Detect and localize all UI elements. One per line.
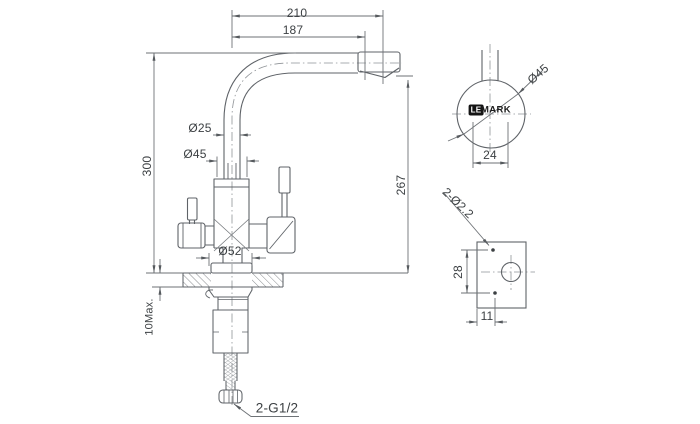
dim-210-label: 210 [286,6,308,20]
dim-300-label: 300 [140,155,154,177]
front-view-dimensions [146,10,413,417]
pin-hole-top [491,248,495,252]
dia-52-label: Ø52 [218,244,242,258]
aerator-head [357,51,401,73]
plate-outline [476,241,527,309]
dim-187-label: 187 [282,23,304,37]
dia-45-label: Ø45 [183,147,207,161]
dim-11-label: 11 [480,309,494,323]
handle-circle [456,79,526,149]
hose-nut [218,389,243,404]
countertop-section [182,272,284,288]
body-cap [213,178,250,188]
mounting-plate-view [476,241,527,309]
hose-thread-label: 2-G1/2 [255,400,299,416]
centerlines [231,44,535,405]
braided-hose [223,353,238,381]
pin-hole-bottom [493,291,497,295]
dim-267-label: 267 [394,174,408,196]
base-flange [210,262,253,274]
shank-body [212,309,249,354]
handle-top-view-dimensions [447,69,544,168]
dim-10max-label: 10Max. [143,298,156,336]
aerator-outlet [359,67,400,79]
lemark-logo-badge: LE [468,104,484,116]
faucet-front-view [177,51,401,274]
left-handle-knob [186,197,198,221]
lemark-logo-text: MARK [480,104,512,116]
washer-hook [205,289,214,299]
left-valve-housing [177,222,206,249]
right-valve-housing [266,216,296,254]
handle-stem [481,50,499,81]
dia-25-label: Ø25 [188,121,212,135]
right-handle-knob [278,166,291,194]
plate-center-hole [500,261,522,283]
mounting-plate-dimensions [443,192,507,326]
dim-24-label: 24 [483,148,497,162]
dim-28-label: 28 [451,265,465,279]
under-counter-assembly [205,286,253,404]
mounting-nut [208,286,253,298]
handle-top-view [456,50,526,149]
